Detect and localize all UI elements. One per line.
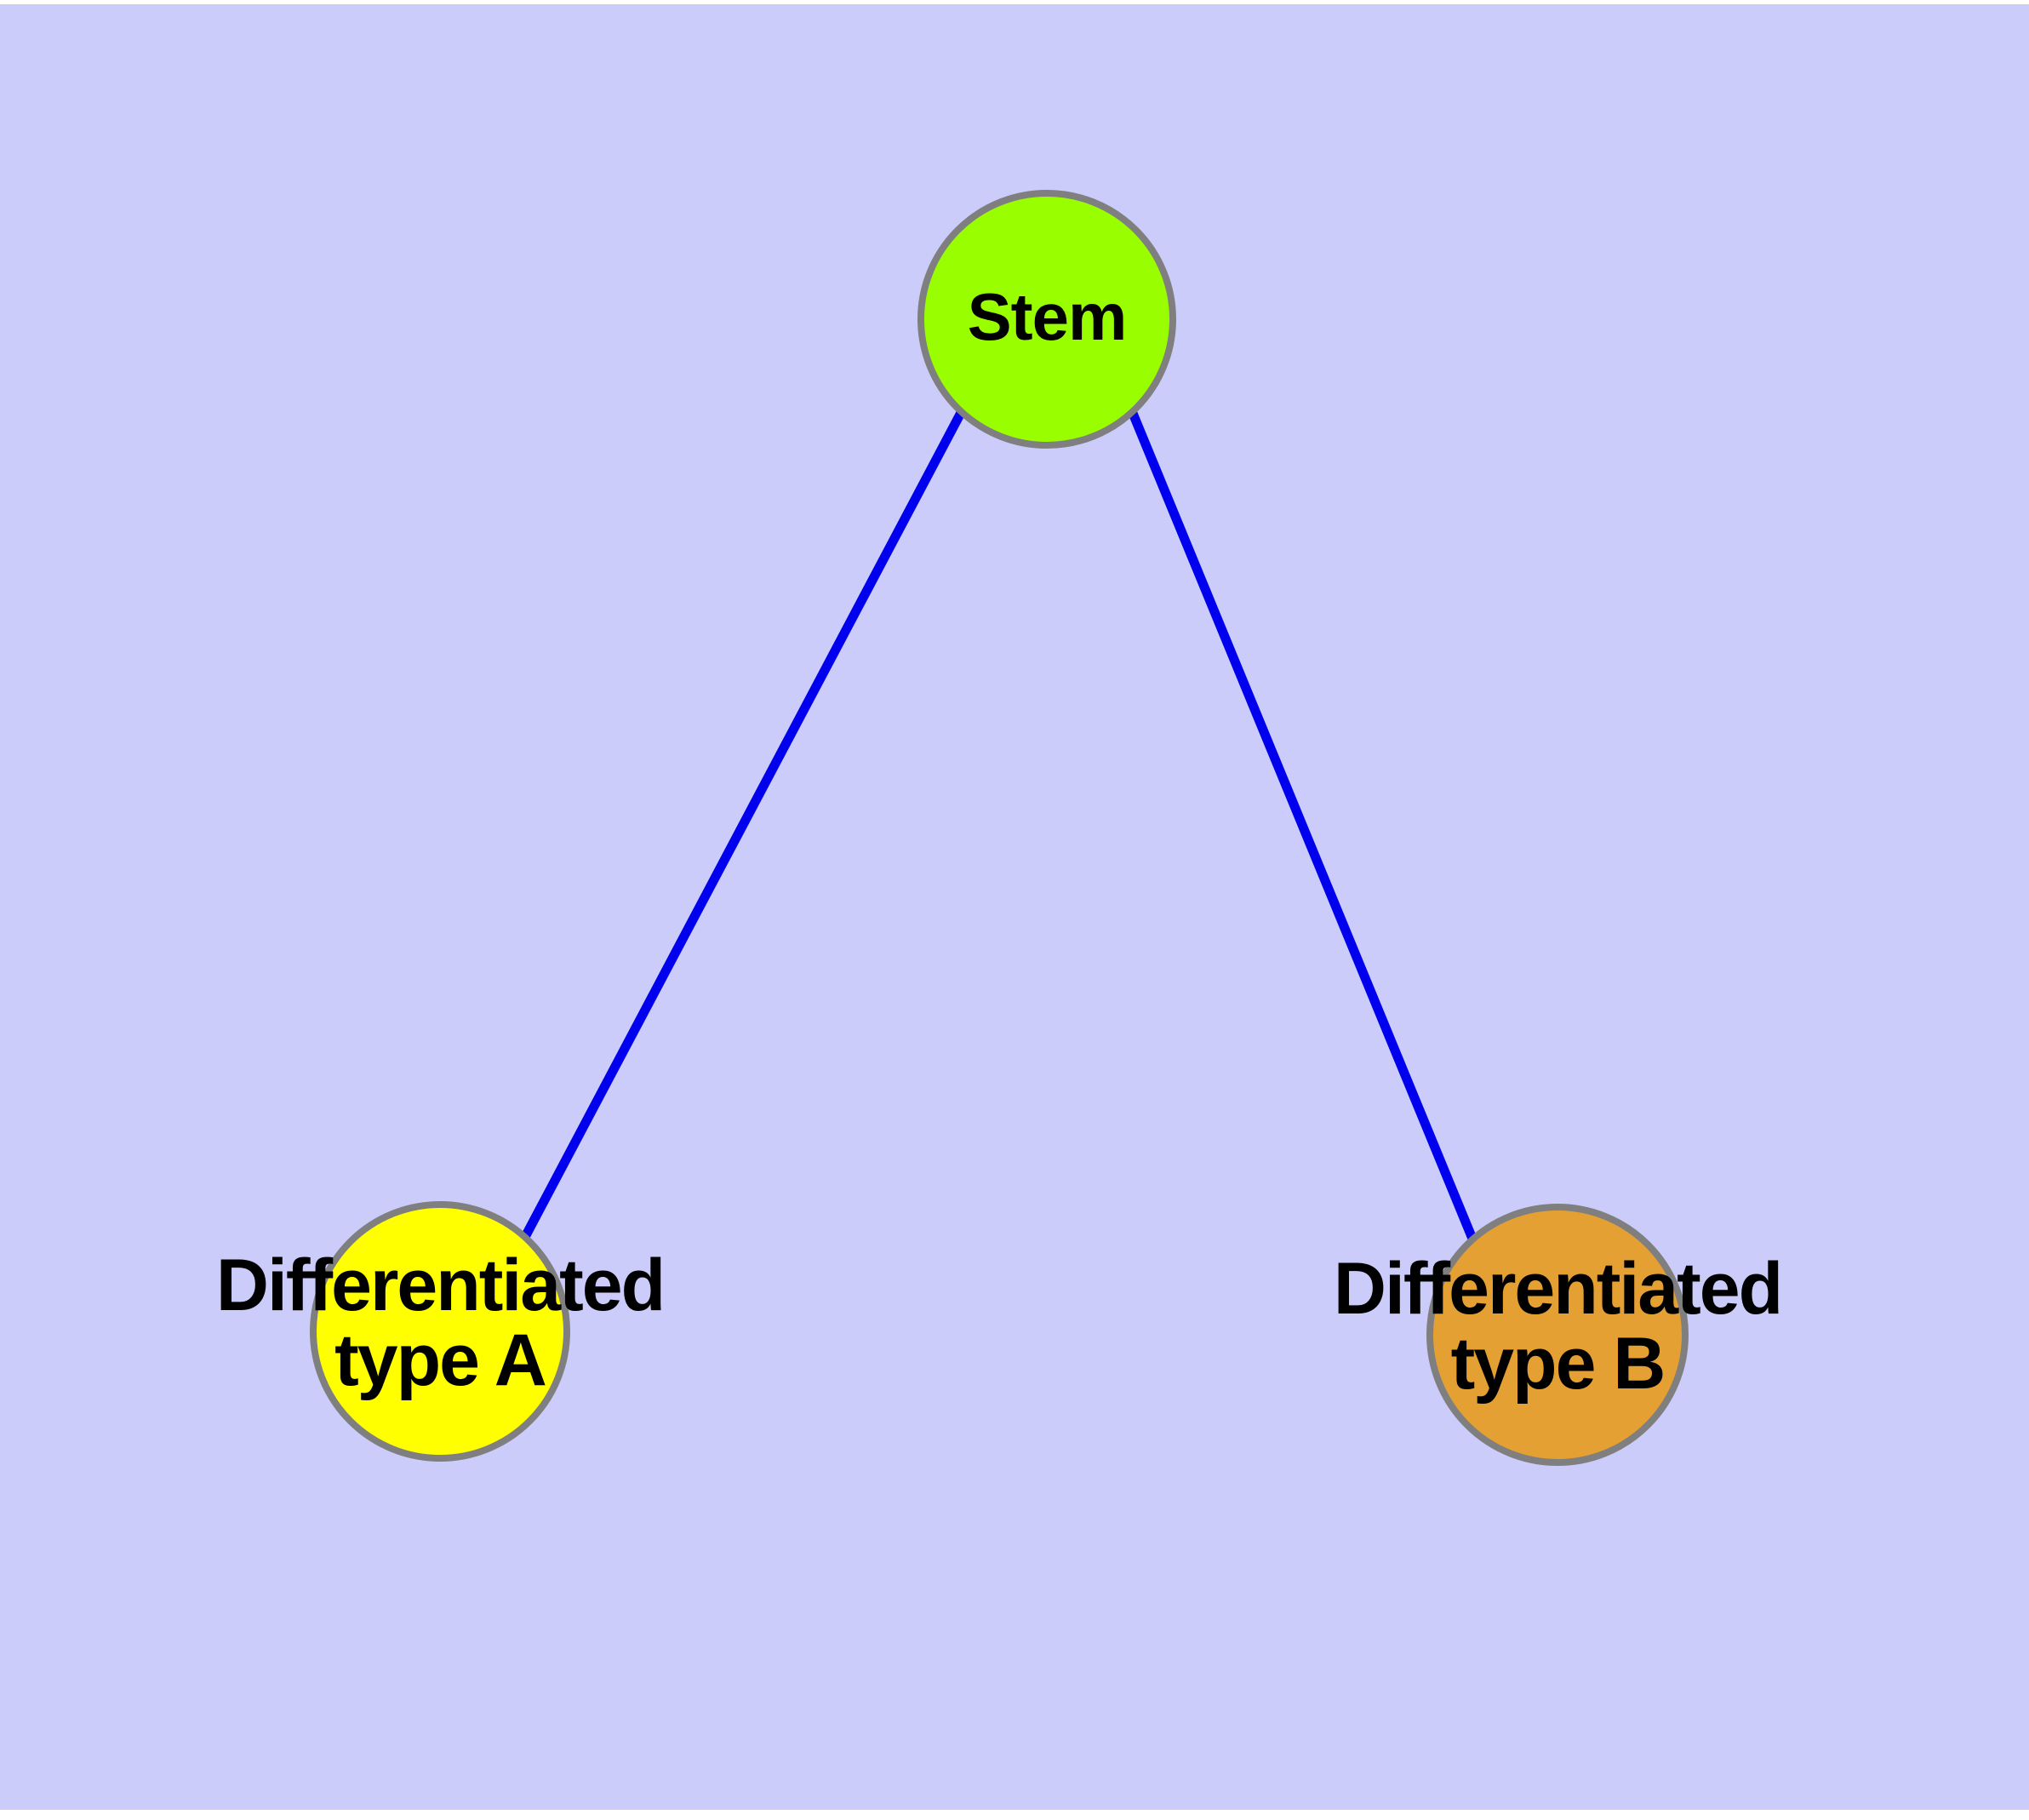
node-stem[interactable] [917, 190, 1176, 449]
node-differentiated-type-a[interactable] [310, 1201, 570, 1462]
edge-stem-to-diff-b[interactable] [1127, 409, 1477, 1241]
node-layer [310, 190, 1689, 1466]
edge-layer [521, 409, 1477, 1241]
cell-differentiation-graph [310, 190, 1689, 1466]
node-differentiated-type-b[interactable] [1426, 1204, 1689, 1466]
edge-stem-to-diff-a[interactable] [521, 409, 966, 1239]
